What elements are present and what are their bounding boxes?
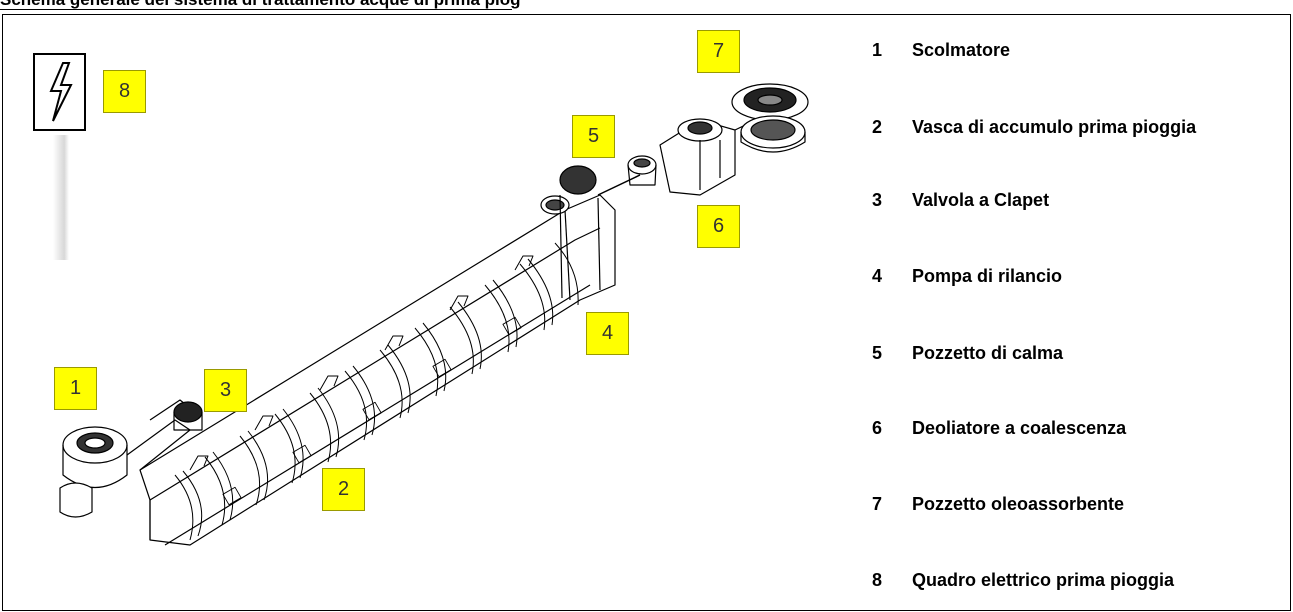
legend-number: 3 (872, 190, 882, 211)
tag-6: 6 (697, 205, 740, 248)
oil-absorb-well-drawing (732, 84, 808, 152)
legend-label: Vasca di accumulo prima pioggia (912, 117, 1196, 138)
panel-shadow (53, 135, 69, 260)
legend-number: 5 (872, 343, 882, 364)
legend-number: 6 (872, 418, 882, 439)
legend-label: Valvola a Clapet (912, 190, 1049, 211)
lightning-icon (35, 55, 84, 129)
legend-number: 4 (872, 266, 882, 287)
clapet-valve-drawing (174, 402, 202, 430)
electrical-panel-drawing (33, 53, 86, 131)
legend-label: Quadro elettrico prima pioggia (912, 570, 1174, 591)
legend-number: 7 (872, 494, 882, 515)
legend-number: 2 (872, 117, 882, 138)
tag-7: 7 (697, 30, 740, 73)
tag-3: 3 (204, 369, 247, 412)
tag-4: 4 (586, 312, 629, 355)
legend-label: Deoliatore a coalescenza (912, 418, 1126, 439)
tag-1: 1 (54, 367, 97, 410)
legend-number: 8 (872, 570, 882, 591)
legend-label: Pozzetto oleoassorbente (912, 494, 1124, 515)
tag-8: 8 (103, 70, 146, 113)
legend-label: Scolmatore (912, 40, 1010, 61)
oil-separator-drawing (628, 119, 735, 195)
legend-label: Pozzetto di calma (912, 343, 1063, 364)
legend-number: 1 (872, 40, 882, 61)
tag-2: 2 (322, 468, 365, 511)
legend-label: Pompa di rilancio (912, 266, 1062, 287)
tag-5: 5 (572, 115, 615, 158)
